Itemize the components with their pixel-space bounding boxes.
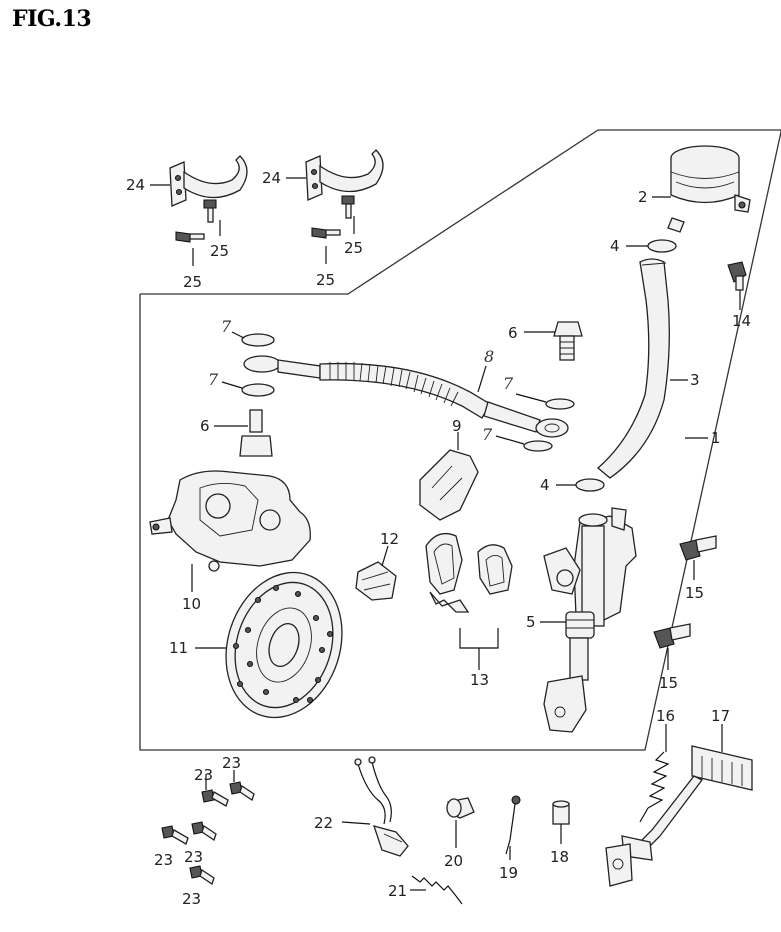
pad-bracket	[419, 432, 479, 521]
hose-clamp-lower	[556, 478, 605, 492]
label-25d: 25	[316, 271, 335, 289]
pad-clip	[355, 545, 397, 601]
bolt-part-14	[727, 261, 747, 310]
label-7d: 7	[482, 425, 493, 444]
screw-25-c	[341, 195, 355, 234]
bracket-24-right	[286, 149, 384, 201]
screw-25-a	[203, 199, 221, 236]
label-24-left: 24	[126, 176, 145, 194]
bolt-23-b	[229, 770, 255, 802]
label-13: 13	[470, 671, 489, 689]
label-6-upper: 6	[508, 324, 518, 342]
label-14: 14	[732, 312, 751, 330]
washer-7b	[221, 381, 275, 397]
label-7c: 7	[503, 374, 514, 393]
collar-part-18	[552, 800, 570, 844]
reservoir-hose	[596, 258, 688, 479]
label-15-lower: 15	[659, 674, 678, 692]
hose-clamp-upper	[626, 239, 677, 253]
label-23a: 23	[194, 766, 213, 784]
label-6-lower: 6	[200, 417, 210, 435]
pin-part-19	[505, 795, 521, 860]
master-cylinder	[540, 507, 637, 733]
label-4-upper: 4	[610, 237, 620, 255]
label-4-lower: 4	[540, 476, 550, 494]
label-5: 5	[526, 613, 536, 631]
leader-part-13	[459, 628, 499, 670]
label-18: 18	[550, 848, 569, 866]
label-7a: 7	[221, 317, 232, 336]
label-23e: 23	[182, 890, 201, 908]
label-12: 12	[380, 530, 399, 548]
label-1: 1	[711, 429, 721, 447]
label-25b: 25	[183, 273, 202, 291]
brake-pedal	[605, 724, 753, 887]
brake-hose	[243, 355, 569, 438]
label-24-right: 24	[262, 169, 281, 187]
washer-7d	[495, 435, 553, 452]
washer-7a	[231, 331, 275, 347]
washer-7c	[515, 393, 575, 410]
label-20: 20	[444, 852, 463, 870]
label-25c: 25	[344, 239, 363, 257]
brake-pad-right	[477, 544, 513, 595]
return-spring	[639, 724, 670, 823]
bleeder-valve-upper	[524, 321, 583, 361]
bolt-23-e	[189, 865, 215, 886]
screw-25-d	[311, 227, 341, 264]
bolt-23-a	[201, 774, 229, 807]
brake-disc	[195, 571, 343, 719]
bolt-23-d	[191, 821, 217, 842]
label-11: 11	[169, 639, 188, 657]
bolt-23-c	[161, 825, 189, 845]
label-25a: 25	[210, 242, 229, 260]
brake-pad-left	[425, 532, 470, 613]
reservoir-part	[652, 145, 751, 233]
label-23c: 23	[154, 851, 173, 869]
label-21: 21	[388, 882, 407, 900]
label-23b: 23	[222, 754, 241, 772]
bracket-24-left	[150, 155, 248, 207]
label-9: 9	[452, 417, 462, 435]
bolt-15-upper	[679, 535, 717, 580]
label-16: 16	[656, 707, 675, 725]
label-10: 10	[182, 595, 201, 613]
screw-25-b	[175, 231, 205, 266]
bleeder-valve-lower	[214, 409, 273, 457]
label-23d: 23	[184, 848, 203, 866]
switch-spring	[410, 875, 463, 905]
label-8: 8	[484, 347, 494, 366]
label-22: 22	[314, 814, 333, 832]
cap-part-20	[446, 797, 475, 848]
label-19: 19	[499, 864, 518, 882]
label-3: 3	[690, 371, 700, 389]
label-2: 2	[638, 188, 648, 206]
bolt-15-lower	[653, 623, 691, 670]
brake-caliper	[149, 470, 311, 592]
assembly-boundary	[139, 129, 781, 751]
brake-light-switch	[341, 756, 409, 857]
label-15-upper: 15	[685, 584, 704, 602]
label-7b: 7	[208, 370, 219, 389]
label-17: 17	[711, 707, 730, 725]
figure-title: FIG.13	[12, 6, 92, 32]
